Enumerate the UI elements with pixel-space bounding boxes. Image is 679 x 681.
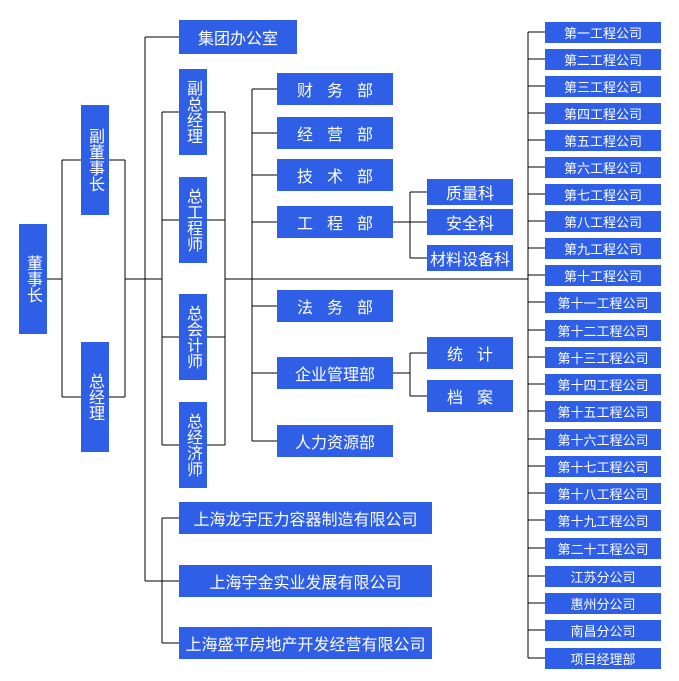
company-20-box: 第二十工程公司 <box>545 538 661 559</box>
company-19-box: 第十九工程公司 <box>545 510 661 531</box>
company-16-box: 第十六工程公司 <box>545 429 661 450</box>
company-15-box: 第十五工程公司 <box>545 401 661 422</box>
section-materials-equipment-box: 材料设备科 <box>427 245 513 271</box>
vice-chairman-box: 副董事长 <box>81 105 109 215</box>
department-engineering-box: 工程部 <box>277 206 393 238</box>
branch-jiangsu-box: 江苏分公司 <box>545 566 661 587</box>
section-archives-box: 档案 <box>427 380 513 412</box>
company-4-box: 第四工程公司 <box>545 103 661 124</box>
company-17-box: 第十七工程公司 <box>545 456 661 477</box>
department-legal-box: 法务部 <box>277 290 393 322</box>
company-9-box: 第九工程公司 <box>545 238 661 259</box>
subsidiary-yujin-box: 上海宇金实业发展有限公司 <box>179 565 432 597</box>
general-manager-box: 总经理 <box>81 342 109 452</box>
company-1-box: 第一工程公司 <box>545 22 661 43</box>
company-8-box: 第八工程公司 <box>545 211 661 232</box>
company-18-box: 第十八工程公司 <box>545 483 661 504</box>
company-7-box: 第七工程公司 <box>545 184 661 205</box>
company-14-box: 第十四工程公司 <box>545 374 661 395</box>
company-6-box: 第六工程公司 <box>545 157 661 178</box>
branch-huizhou-box: 惠州分公司 <box>545 593 661 614</box>
group-office-box: 集团办公室 <box>179 20 297 54</box>
subsidiary-longyu-box: 上海龙宇压力容器制造有限公司 <box>179 502 432 534</box>
executive-vice-gm-box: 副总经理 <box>179 69 207 155</box>
company-12-box: 第十二工程公司 <box>545 320 661 341</box>
company-13-box: 第十三工程公司 <box>545 347 661 368</box>
subsidiary-shengping-box: 上海盛平房地产开发经营有限公司 <box>179 627 432 659</box>
section-statistics-box: 统计 <box>427 337 513 369</box>
company-5-box: 第五工程公司 <box>545 130 661 151</box>
department-operations-box: 经营部 <box>277 117 393 149</box>
department-enterprise-management-box: 企业管理部 <box>277 357 393 389</box>
company-3-box: 第三工程公司 <box>545 76 661 97</box>
section-safety-box: 安全科 <box>427 209 513 235</box>
company-2-box: 第二工程公司 <box>545 49 661 70</box>
company-10-box: 第十工程公司 <box>545 265 661 286</box>
chairman-box: 董事长 <box>19 224 47 334</box>
department-finance-box: 财务部 <box>277 73 393 105</box>
department-human-resources-box: 人力资源部 <box>277 425 393 457</box>
section-quality-box: 质量科 <box>427 179 513 205</box>
project-management-dept-box: 项目经理部 <box>545 648 661 669</box>
branch-nanchang-box: 南昌分公司 <box>545 620 661 641</box>
department-technology-box: 技术部 <box>277 159 393 191</box>
executive-chief-accountant-box: 总会计师 <box>179 294 207 380</box>
executive-chief-engineer-box: 总工程师 <box>179 177 207 263</box>
company-11-box: 第十一工程公司 <box>545 292 661 313</box>
executive-chief-economist-box: 总经济师 <box>179 402 207 488</box>
